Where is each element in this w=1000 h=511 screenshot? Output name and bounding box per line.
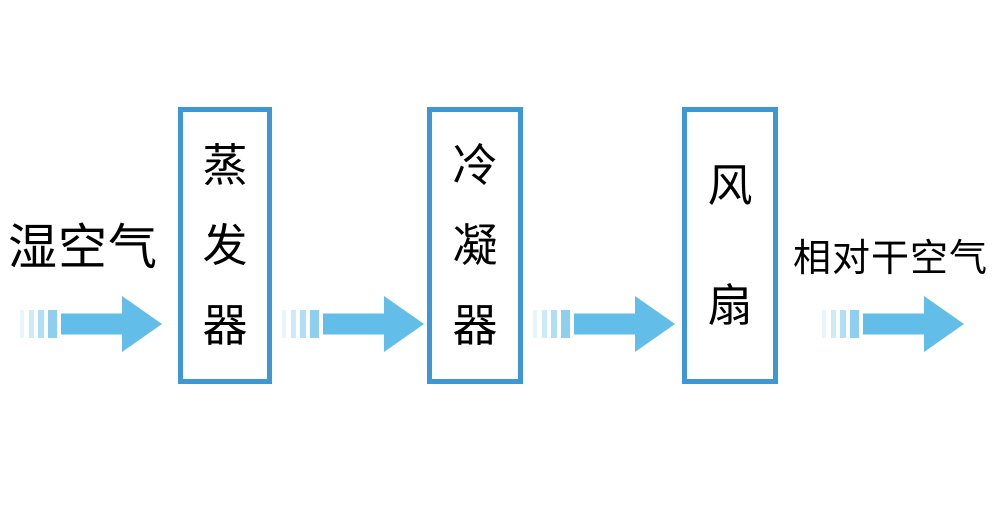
output-air-label: 相对干空气 (793, 238, 989, 280)
arrow-shape (282, 296, 424, 352)
flow-arrow-fan-to-dry-air (822, 296, 964, 352)
process-box-evaporator: 蒸 发 器 (178, 107, 272, 384)
arrow-shape (533, 296, 675, 352)
input-air-label: 湿空气 (8, 221, 159, 275)
process-box-fan: 风 扇 (682, 107, 778, 384)
flow-arrow-humid-to-evaporator (20, 296, 162, 352)
evaporator-char-2: 发 (202, 219, 248, 271)
flow-arrow-evaporator-to-condenser (282, 296, 424, 352)
arrow-shape (20, 296, 162, 352)
arrow-shape (822, 296, 964, 352)
condenser-char-2: 凝 (452, 219, 498, 271)
flow-arrow-condenser-to-fan (533, 296, 675, 352)
evaporator-char-1: 蒸 (202, 140, 248, 192)
condenser-char-3: 器 (452, 299, 498, 351)
condenser-char-1: 冷 (452, 140, 498, 192)
evaporator-char-3: 器 (202, 299, 248, 351)
process-box-condenser: 冷 凝 器 (427, 107, 523, 384)
fan-char-1: 风 (707, 160, 753, 212)
fan-char-2: 扇 (707, 279, 753, 331)
